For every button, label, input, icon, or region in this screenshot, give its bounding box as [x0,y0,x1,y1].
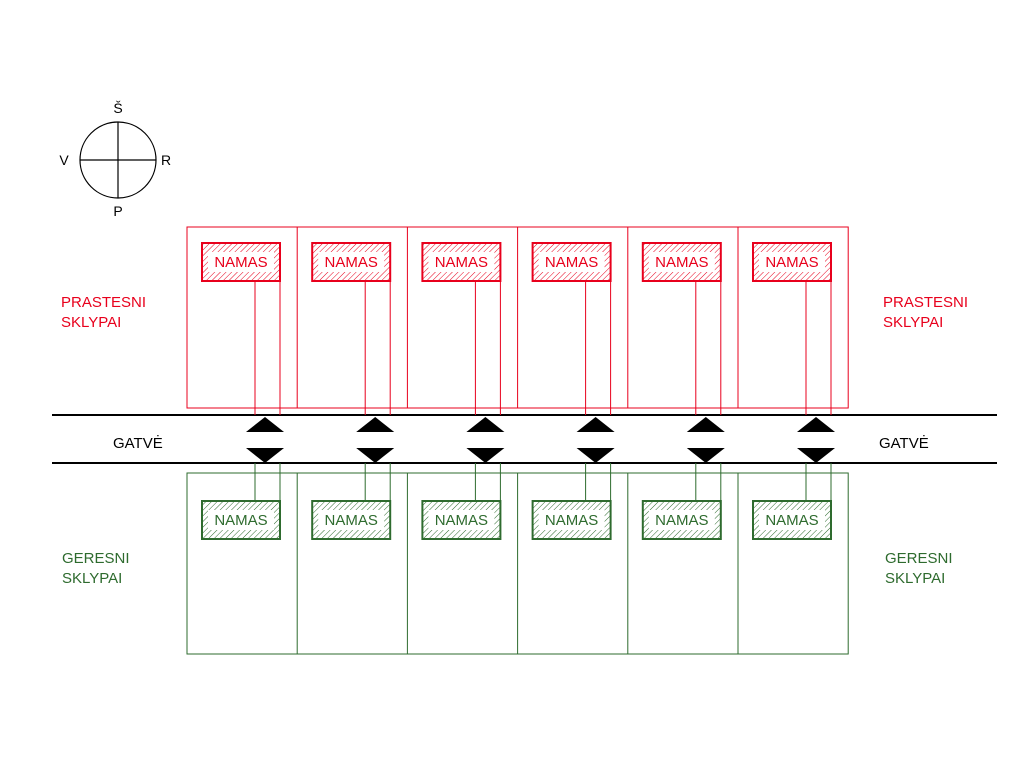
street-access-markers [246,417,835,463]
access-arrow-up [246,417,284,432]
worse-house-label: NAMAS [325,254,378,271]
worse-lot: NAMAS [296,227,392,415]
access-marker [576,417,615,463]
better-house: NAMAS [641,500,722,540]
better-lots-label-line2: SKLYPAI [885,570,945,587]
worse-lots-label-line1: PRASTESNI [61,294,146,311]
access-arrow-down [466,448,505,463]
access-marker [797,417,835,463]
access-arrow-up [576,417,615,432]
street: GATVĖ GATVĖ [52,414,997,464]
worse-house-label: NAMAS [545,254,598,271]
worse-lots-group: NAMAS NAMAS NAMAS NAMAS NAMAS NAMAS [186,226,849,415]
worse-lot: NAMAS [406,227,502,415]
access-marker [686,417,725,463]
worse-house: NAMAS [421,242,502,282]
access-arrow-down [246,448,284,463]
better-lot: NAMAS [296,463,392,654]
access-marker [246,417,284,463]
better-lot: NAMAS [201,463,281,540]
better-lots-label-left: GERESNI SKLYPAI [62,550,130,587]
worse-lots-label-line1: PRASTESNI [883,294,968,311]
worse-house-label-bg [428,252,495,272]
worse-lots-label-left: PRASTESNI SKLYPAI [61,294,146,331]
worse-house: NAMAS [752,242,832,282]
access-marker [356,417,395,463]
compass: Š P V R [59,100,171,219]
better-lots-label-right: GERESNI SKLYPAI [885,550,953,587]
better-house-label-bg [428,510,495,530]
compass-north-label: Š [113,100,122,116]
worse-lot: NAMAS [627,227,722,415]
better-lot: NAMAS [627,463,722,654]
worse-lot: NAMAS [517,227,612,415]
better-house: NAMAS [752,500,832,540]
worse-house-label: NAMAS [214,254,267,271]
better-lots-group: NAMAS NAMAS NAMAS NAMAS NAMAS NAMAS [186,463,849,655]
street-label-right: GATVĖ [879,434,929,452]
compass-west-label: V [59,152,69,168]
better-house: NAMAS [421,500,502,540]
better-house-label: NAMAS [325,512,378,529]
worse-house-label: NAMAS [435,254,488,271]
better-house-label: NAMAS [214,512,267,529]
better-house: NAMAS [311,500,392,540]
worse-house-label: NAMAS [765,254,818,271]
better-lots-label-line2: SKLYPAI [62,570,122,587]
worse-house-label-bg [208,252,274,272]
better-house: NAMAS [531,500,612,540]
worse-house-label: NAMAS [655,254,708,271]
better-lots-label-line1: GERESNI [885,550,953,567]
access-arrow-up [466,417,505,432]
better-lot: NAMAS [406,463,502,654]
better-lot: NAMAS [737,463,832,654]
compass-south-label: P [113,203,122,219]
better-house-label: NAMAS [435,512,488,529]
access-arrow-down [797,448,835,463]
worse-lots-label-line2: SKLYPAI [883,314,943,331]
worse-lots-label-right: PRASTESNI SKLYPAI [883,294,968,331]
worse-house: NAMAS [311,242,392,282]
better-house-label: NAMAS [765,512,818,529]
better-house-label: NAMAS [545,512,598,529]
worse-house-label-bg [318,252,385,272]
worse-house-label-bg [538,252,605,272]
worse-house: NAMAS [201,242,281,282]
worse-house-label-bg [759,252,825,272]
better-house: NAMAS [201,500,281,540]
street-label-left: GATVĖ [113,434,163,452]
better-house-label-bg [648,510,715,530]
compass-east-label: R [161,152,171,168]
access-arrow-down [686,448,725,463]
access-arrow-up [686,417,725,432]
better-house-label-bg [759,510,825,530]
access-arrow-down [356,448,395,463]
worse-lot: NAMAS [201,242,281,415]
access-marker [466,417,505,463]
access-arrow-up [356,417,395,432]
worse-house: NAMAS [641,242,722,282]
better-lot: NAMAS [517,463,612,654]
better-house-label-bg [538,510,605,530]
access-arrow-up [797,417,835,432]
better-house-label-bg [318,510,385,530]
worse-house: NAMAS [531,242,612,282]
access-arrow-down [576,448,615,463]
worse-house-label-bg [648,252,715,272]
better-house-label-bg [208,510,274,530]
worse-lots-label-line2: SKLYPAI [61,314,121,331]
worse-lot: NAMAS [737,227,832,415]
better-lots-label-line1: GERESNI [62,550,130,567]
better-house-label: NAMAS [655,512,708,529]
